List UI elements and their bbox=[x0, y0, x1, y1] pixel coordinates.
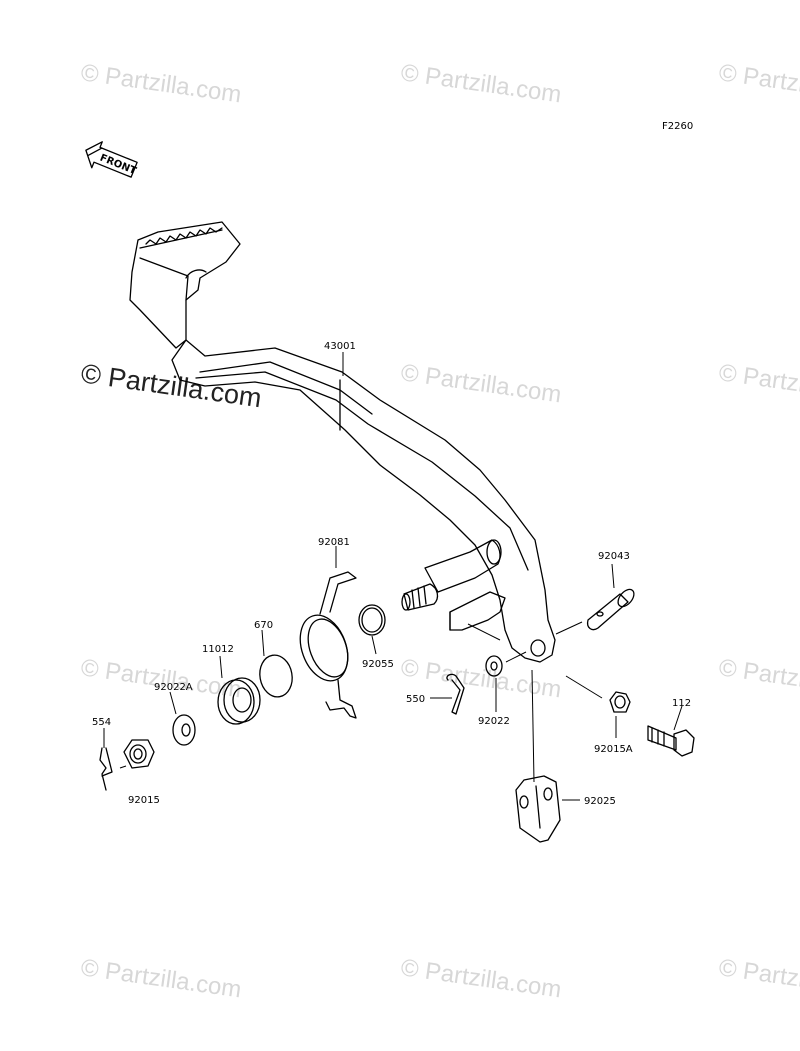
figure-code: F2260 bbox=[662, 121, 693, 132]
part-label-43001: 43001 bbox=[324, 341, 356, 352]
o-ring-92055 bbox=[358, 604, 386, 636]
cotter-pin-550 bbox=[446, 673, 465, 715]
watermark: © Partzilla.com bbox=[399, 359, 563, 408]
part-label-670: 670 bbox=[254, 620, 273, 631]
return-spring bbox=[299, 571, 357, 719]
part-label-92025: 92025 bbox=[584, 796, 616, 807]
washer-92022 bbox=[485, 655, 503, 677]
watermark: © Partzilla.com bbox=[399, 954, 563, 1003]
front-label: FRONT bbox=[98, 153, 138, 178]
part-label-92015a: 92015A bbox=[594, 744, 633, 755]
o-ring-670 bbox=[259, 654, 293, 698]
part-label-11012: 11012 bbox=[202, 644, 234, 655]
part-labels: 43001 92081 92043 670 11012 92022A 92055… bbox=[92, 341, 691, 807]
nut-92015 bbox=[123, 739, 155, 769]
watermark: © Partzilla.com bbox=[79, 954, 243, 1003]
watermark: © Partzilla.com bbox=[399, 59, 563, 108]
watermark: © Partzilla.com bbox=[717, 59, 800, 108]
part-label-554: 554 bbox=[92, 717, 111, 728]
part-label-92055: 92055 bbox=[362, 659, 394, 670]
bolt-112 bbox=[647, 725, 695, 757]
watermark: © Partzilla.com bbox=[79, 59, 243, 108]
brake-pedal bbox=[129, 221, 556, 663]
front-arrow-icon: FRONT bbox=[85, 141, 138, 178]
part-label-92022a: 92022A bbox=[154, 682, 193, 693]
leader-lines bbox=[103, 352, 683, 801]
watermark: © Partzilla.com bbox=[717, 654, 800, 703]
part-label-92043: 92043 bbox=[598, 551, 630, 562]
part-label-112: 112 bbox=[672, 698, 691, 709]
clevis-92025 bbox=[515, 775, 561, 843]
clip-554 bbox=[99, 747, 113, 791]
part-label-92022: 92022 bbox=[478, 716, 510, 727]
washer-92022a bbox=[172, 714, 196, 746]
part-label-550: 550 bbox=[406, 694, 425, 705]
watermark: © Partzilla.com bbox=[717, 954, 800, 1003]
nut-92015a bbox=[609, 691, 631, 713]
o-ring-92055-inner bbox=[361, 607, 383, 633]
seal-11012 bbox=[217, 677, 261, 725]
watermarks: © Partzilla.com © Partzilla.com © Partzi… bbox=[79, 59, 800, 1003]
pin-92043 bbox=[586, 588, 635, 631]
watermark: © Partzilla.com bbox=[717, 359, 800, 408]
part-label-92081: 92081 bbox=[318, 537, 350, 548]
part-label-92015: 92015 bbox=[128, 795, 160, 806]
